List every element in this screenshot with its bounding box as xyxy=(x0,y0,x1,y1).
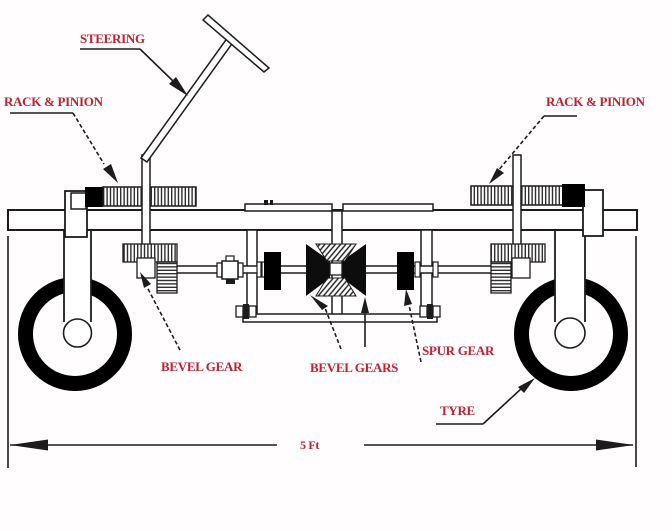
tyre-leader xyxy=(436,378,535,425)
right-spur-gear xyxy=(397,252,414,290)
dim-arrow-right xyxy=(596,439,634,451)
steering-leader xyxy=(80,48,188,96)
right-rack-and-pinion xyxy=(470,184,585,207)
label-rack-pinion-right: RACK & PINION xyxy=(546,94,645,109)
left-rack-and-pinion xyxy=(70,186,197,210)
left-hub xyxy=(62,318,93,348)
bevel-gears-leader xyxy=(310,295,369,350)
dimension-5ft xyxy=(7,236,637,468)
label-rack-pinion-left: RACK & PINION xyxy=(4,94,103,109)
right-pinion-shaft xyxy=(512,154,522,248)
bevel-gear-leader xyxy=(140,272,181,351)
label-bevel-gears: BEVEL GEARS xyxy=(310,360,399,375)
rack-pinion-right-leader xyxy=(489,115,577,184)
left-spur-gear xyxy=(264,252,281,290)
center-bevel-gears xyxy=(306,243,366,297)
label-steering: STEERING xyxy=(80,31,145,46)
rack-pinion-left-leader xyxy=(10,112,118,183)
steering-wheel xyxy=(201,13,271,73)
left-steering-shaft xyxy=(141,154,151,247)
right-wheel xyxy=(514,228,628,391)
right-hub xyxy=(554,317,586,349)
right-kingpin-block xyxy=(582,189,604,237)
dim-arrow-left xyxy=(10,439,48,451)
label-tyre: TYRE xyxy=(440,403,475,418)
left-wheel xyxy=(18,228,132,391)
right-bevel-gear xyxy=(490,243,546,294)
label-spur-gear: SPUR GEAR xyxy=(422,343,495,358)
left-bevel-gear xyxy=(122,243,178,294)
chassis-rail xyxy=(7,209,638,231)
spur-gear-leader xyxy=(404,289,422,363)
label-bevel-gear: BEVEL GEAR xyxy=(161,359,243,374)
frame-bottom-bar xyxy=(242,313,438,323)
label-dimension-5ft: 5 Ft xyxy=(300,438,320,452)
top-plate xyxy=(244,200,434,212)
shaft-coupling xyxy=(216,255,244,284)
steering-column xyxy=(139,35,236,164)
